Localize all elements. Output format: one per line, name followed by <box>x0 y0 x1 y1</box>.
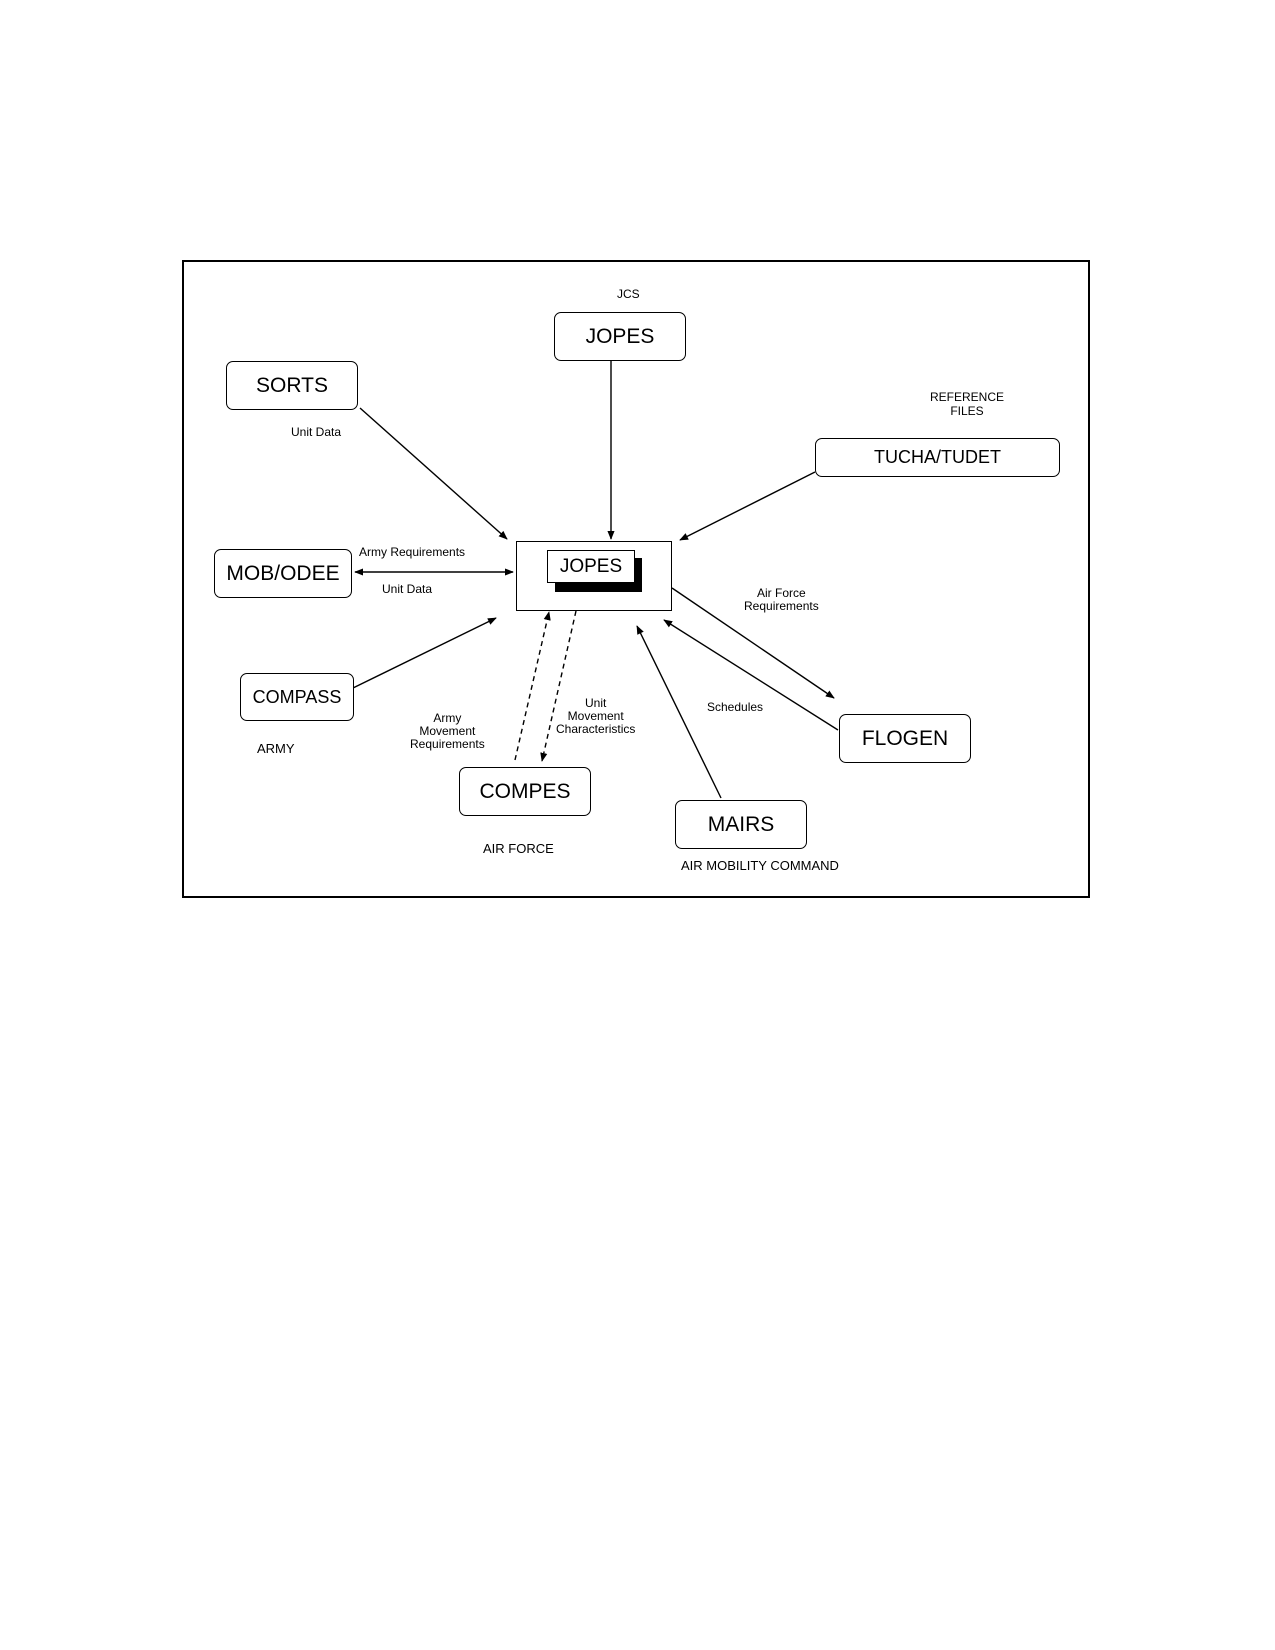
node-flogen: FLOGEN <box>839 714 971 763</box>
diagram-frame <box>182 260 1090 898</box>
node-tucha-tudet: TUCHA/TUDET <box>815 438 1060 477</box>
link-mairs-to-center <box>636 625 722 799</box>
group-army: ARMY <box>257 741 295 756</box>
label-army-movement-line-3: Requirements <box>410 737 485 751</box>
node-jopes-top: JOPES <box>554 312 686 361</box>
label-schedules: Schedules <box>707 700 764 714</box>
label-unit-movement-line-1: Unit <box>585 696 607 710</box>
group-air-mobility-command: AIR MOBILITY COMMAND <box>681 858 839 873</box>
label-unit-movement-line-2: Movement <box>567 709 624 723</box>
center-jopes-label: JOPES <box>547 550 635 583</box>
link-center-to-compes <box>540 610 577 762</box>
label-air-force-line-2: Requirements <box>744 599 819 613</box>
label-air-force-line-1: Air Force <box>757 586 806 600</box>
node-mob-odee: MOB/ODEE <box>214 549 352 598</box>
group-jcs: JCS <box>617 287 640 301</box>
link-center-to-flogen <box>671 587 835 699</box>
link-tucha-to-center <box>679 471 816 541</box>
label-army-movement-requirements: Army Movement Requirements <box>410 712 485 751</box>
label-army-requirements: Army Requirements <box>359 545 466 559</box>
label-air-force-requirements: Air Force Requirements <box>744 587 819 613</box>
group-reference-files: REFERENCE FILES <box>930 390 1004 418</box>
label-army-movement-line-1: Army <box>433 711 462 725</box>
node-compes: COMPES <box>459 767 591 816</box>
label-army-movement-line-2: Movement <box>419 724 476 738</box>
link-compass-to-center <box>352 617 497 689</box>
group-reference-line-1: REFERENCE <box>930 390 1005 404</box>
group-air-force: AIR FORCE <box>483 841 554 856</box>
link-flogen-to-center <box>663 619 839 731</box>
node-mairs: MAIRS <box>675 800 807 849</box>
link-sorts-to-center <box>359 407 508 540</box>
label-unit-data-mob: Unit Data <box>382 582 433 596</box>
link-compes-to-center <box>514 611 551 761</box>
label-unit-data-sorts: Unit Data <box>291 425 342 439</box>
label-unit-movement-characteristics: Unit Movement Characteristics <box>556 697 635 736</box>
label-unit-movement-line-3: Characteristics <box>556 722 636 736</box>
node-sorts: SORTS <box>226 361 358 410</box>
node-compass: COMPASS <box>240 673 354 721</box>
group-reference-line-2: FILES <box>950 404 984 418</box>
